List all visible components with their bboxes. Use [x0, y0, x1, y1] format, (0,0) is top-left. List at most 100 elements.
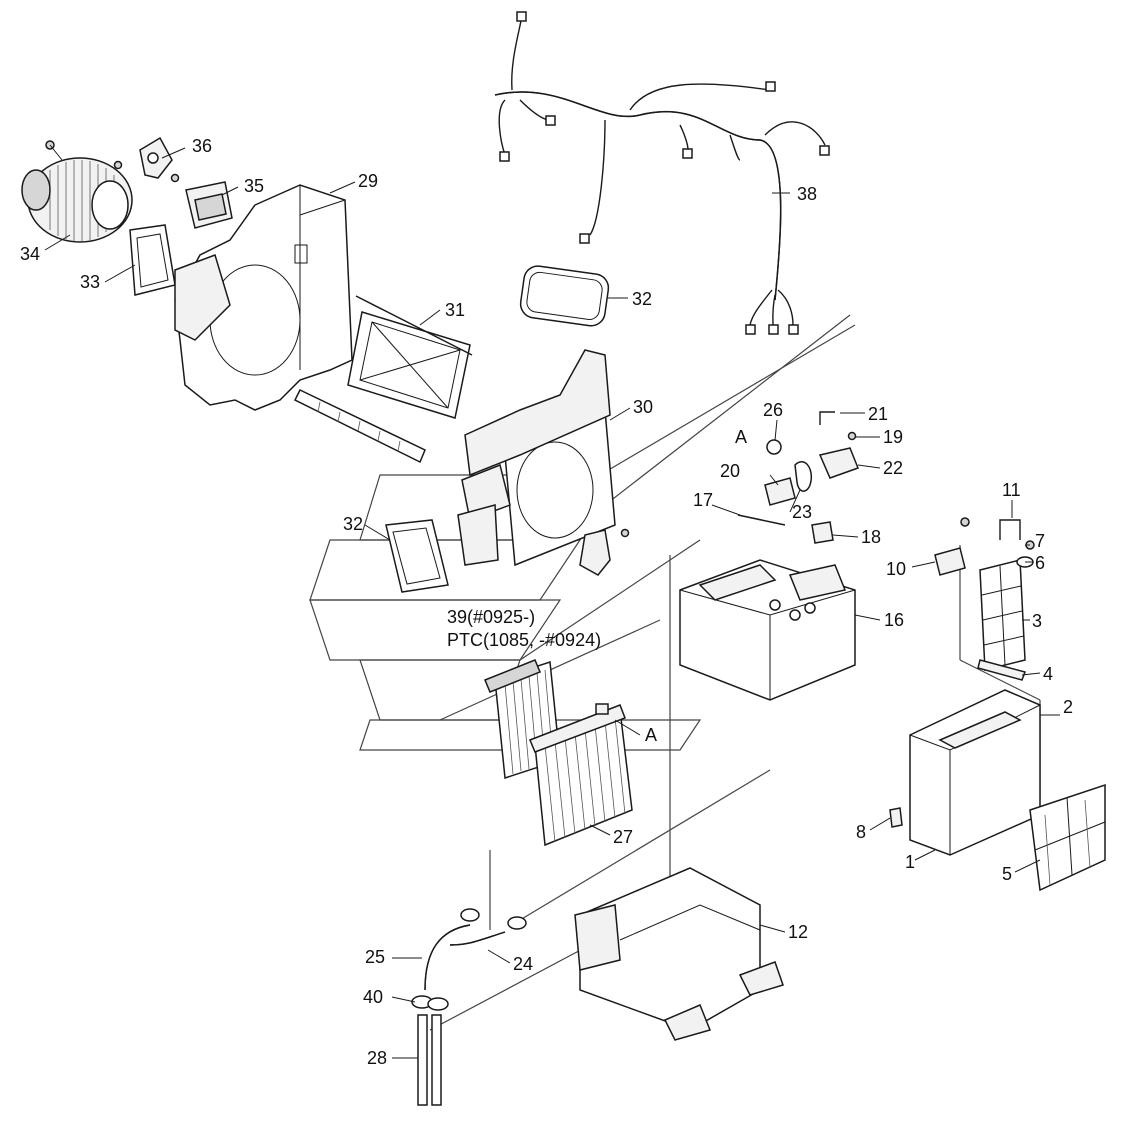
gasket-32-low-inner [392, 527, 441, 585]
callout-labels: 1 2 3 4 5 6 7 8 10 11 12 16 17 18 19 20 … [20, 136, 1073, 1068]
callout-32-top: 32 [632, 289, 652, 309]
callout-40: 40 [363, 987, 383, 1007]
callout-8: 8 [856, 822, 866, 842]
harness-branch-upper [629, 83, 771, 111]
harness-tail-2 [772, 294, 776, 326]
blower-motor [21, 157, 133, 243]
harness-branch-left [498, 99, 506, 156]
case12-foot-1 [663, 1004, 712, 1041]
case30-duct [464, 349, 611, 477]
case-inlet-duct [174, 254, 231, 341]
case30-outlet [461, 463, 511, 522]
pipe-28-a [417, 1014, 428, 1106]
case12-rim [619, 904, 761, 941]
screw-shaft [49, 144, 63, 161]
callout-19: 19 [883, 427, 903, 447]
connector-center [682, 148, 693, 159]
strip-4 [977, 659, 1026, 681]
rod-21 [819, 411, 835, 425]
hose-23 [794, 461, 812, 492]
case30-lower-outlet [457, 504, 499, 566]
blower-case-29 [174, 184, 353, 411]
clamp-40-b [427, 997, 449, 1011]
callout-23: 23 [792, 502, 812, 522]
callout-29: 29 [358, 171, 378, 191]
screw-icon [847, 431, 857, 441]
harness-branch-right [764, 121, 826, 146]
blower-hub [91, 180, 129, 230]
guide-diag-7 [959, 659, 1041, 701]
pipe-28-b [431, 1014, 442, 1106]
connector-tail-1 [745, 324, 756, 335]
connector-left [499, 151, 510, 162]
screw-icon [960, 517, 970, 527]
callout-16: 16 [884, 610, 904, 630]
case1-inner [938, 711, 1022, 749]
callout-A-lower: A [645, 725, 657, 745]
actuator-36 [139, 136, 173, 179]
callout-1: 1 [905, 852, 915, 872]
connector-tail-3 [788, 324, 799, 335]
harness-tail-1 [749, 289, 773, 326]
screw-icon [113, 160, 123, 170]
relay-18 [811, 521, 834, 544]
core-pipe [595, 703, 609, 715]
gasket-33-inner [136, 233, 169, 288]
callout-30: 30 [633, 397, 653, 417]
case16-port-1 [789, 609, 801, 621]
callout-34: 34 [20, 244, 40, 264]
callout-12: 12 [788, 922, 808, 942]
harness-branch-down [589, 119, 606, 236]
case30-opening [516, 441, 594, 539]
callout-31: 31 [445, 300, 465, 320]
callout-10: 10 [886, 559, 906, 579]
gasket-32-top-inner [526, 271, 603, 321]
leader-lines [44, 147, 1060, 1059]
link-17 [737, 514, 786, 526]
rod-body [293, 389, 426, 464]
case16-grille [698, 564, 777, 601]
filter-3 [979, 559, 1026, 671]
heater-core-27 [529, 703, 633, 847]
hose-25 [424, 924, 471, 991]
hose-24 [449, 931, 506, 946]
callout-28: 28 [367, 1048, 387, 1068]
callout-4: 4 [1043, 664, 1053, 684]
case12-end-plate [574, 904, 621, 971]
gasket-32-top [519, 265, 610, 327]
part-notes: 39(#0925-) PTC(1085, -#0924) [447, 607, 601, 650]
frame-rail [355, 295, 473, 356]
guide-diag-2 [599, 324, 856, 476]
clip-8 [889, 807, 903, 828]
connector-tail-2 [768, 324, 779, 335]
case12-foot-2 [738, 961, 784, 996]
clamp-left [460, 908, 480, 922]
frame-brace-2 [359, 349, 461, 381]
callout-11: 11 [1002, 480, 1021, 500]
guide-diag-6 [429, 944, 591, 1031]
case16-box [788, 564, 847, 601]
wiring-harness [494, 11, 830, 335]
case-top-edge [299, 199, 346, 216]
actuator-20 [764, 477, 796, 506]
callout-2: 2 [1063, 697, 1073, 717]
connector-right [819, 145, 830, 156]
callout-33: 33 [80, 272, 100, 292]
case16-port-2 [804, 602, 816, 614]
callout-6: 6 [1035, 553, 1045, 573]
lower-case-16 [679, 559, 856, 701]
clamp-26 [766, 439, 782, 455]
actuator-small [579, 529, 611, 576]
callout-7: 7 [1035, 531, 1045, 551]
callout-38: 38 [797, 184, 817, 204]
hose-25-outline [424, 924, 471, 991]
callout-A-upper: A [735, 427, 747, 447]
harness-branch-small [729, 134, 741, 161]
connector-top [516, 11, 527, 22]
actuator-gear [147, 152, 159, 164]
gasket-32-low [385, 519, 449, 593]
callout-26: 26 [763, 400, 783, 420]
core-tank [529, 704, 626, 753]
callout-27: 27 [613, 827, 633, 847]
